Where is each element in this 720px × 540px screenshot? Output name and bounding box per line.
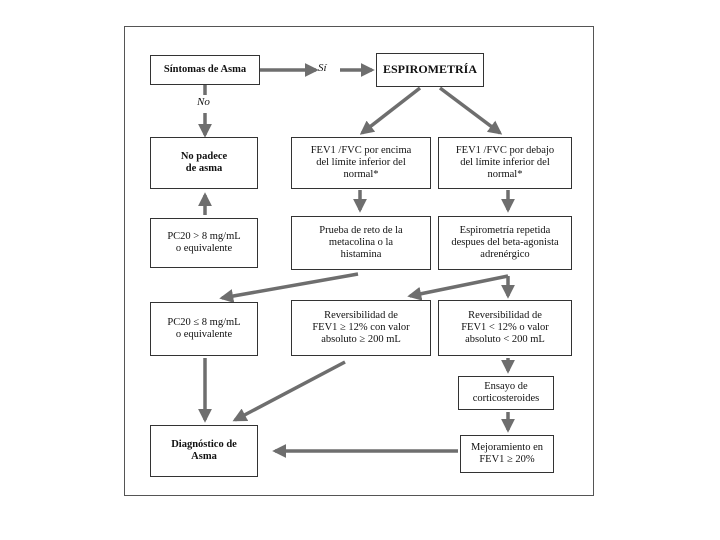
node-pc20-le: PC20 ≤ 8 mg/mL o equivalente bbox=[150, 302, 258, 356]
arrow-spiro-to-fev-below bbox=[438, 86, 503, 135]
node-symptoms: Síntomas de Asma bbox=[150, 55, 260, 85]
arrow-spiro-to-fev-above bbox=[359, 86, 422, 135]
node-pc20-gt: PC20 > 8 mg/mL o equivalente bbox=[150, 218, 258, 268]
node-fev-below: FEV1 /FVC por debajo del límite inferior… bbox=[438, 137, 572, 189]
node-repeat-spirometry: Espirometría repetida despues del beta-a… bbox=[438, 216, 572, 270]
edge-label-yes: Sí bbox=[318, 62, 327, 74]
node-improvement: Mejoramiento en FEV1 ≥ 20% bbox=[460, 435, 554, 473]
node-fev-above: FEV1 /FVC por encima del límite inferior… bbox=[291, 137, 431, 189]
node-reversibility-lt: Reversibilidad de FEV1 < 12% o valor abs… bbox=[438, 300, 572, 356]
edge-label-no: No bbox=[197, 96, 210, 108]
arrow-repeat-to-rev-ge bbox=[407, 274, 509, 301]
node-challenge: Prueba de reto de la metacolina o la his… bbox=[291, 216, 431, 270]
arrow-challenge-to-pc20-le bbox=[219, 272, 359, 303]
node-spirometry: ESPIROMETRÍA bbox=[376, 53, 484, 87]
node-no-asthma: No padece de asma bbox=[150, 137, 258, 189]
node-diagnosis: Diagnóstico de Asma bbox=[150, 425, 258, 477]
node-reversibility-ge: Reversibilidad de FEV1 ≥ 12% con valor a… bbox=[291, 300, 431, 356]
arrow-rev-ge-to-diagnosis bbox=[232, 360, 346, 422]
node-corticosteroids: Ensayo de corticosteroides bbox=[458, 376, 554, 410]
